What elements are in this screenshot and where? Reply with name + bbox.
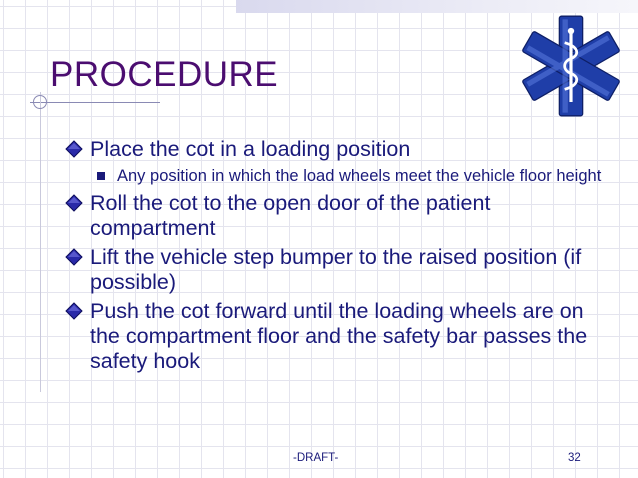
bullet-text: Roll the cot to the open door of the pat… bbox=[90, 191, 491, 240]
bullet-item: Lift the vehicle step bumper to the rais… bbox=[62, 245, 602, 295]
slide-content: Place the cot in a loading position Any … bbox=[62, 137, 602, 378]
draft-label: -DRAFT- bbox=[293, 452, 339, 464]
sub-bullet-item: Any position in which the load wheels me… bbox=[62, 166, 602, 187]
diamond-bullet-icon bbox=[65, 248, 83, 266]
diamond-bullet-icon bbox=[65, 140, 83, 158]
corner-circle bbox=[33, 95, 47, 109]
corner-rule-vertical bbox=[40, 92, 41, 392]
slide-footer: -DRAFT- 32 bbox=[0, 452, 638, 472]
bullet-item: Push the cot forward until the loading w… bbox=[62, 299, 602, 374]
top-decorative-band bbox=[236, 0, 638, 13]
diamond-bullet-icon bbox=[65, 302, 83, 320]
corner-rule-horizontal bbox=[30, 102, 160, 103]
bullet-text: Push the cot forward until the loading w… bbox=[90, 299, 588, 373]
bullet-item: Roll the cot to the open door of the pat… bbox=[62, 191, 602, 241]
diamond-bullet-icon bbox=[65, 194, 83, 212]
square-bullet-icon bbox=[97, 172, 105, 180]
page-number: 32 bbox=[568, 452, 581, 464]
sub-bullet-text: Any position in which the load wheels me… bbox=[117, 167, 602, 185]
bullet-text: Lift the vehicle step bumper to the rais… bbox=[90, 245, 582, 294]
star-of-life-icon bbox=[522, 15, 620, 117]
bullet-item: Place the cot in a loading position bbox=[62, 137, 602, 162]
bullet-text: Place the cot in a loading position bbox=[90, 137, 411, 161]
slide-title: PROCEDURE bbox=[50, 55, 279, 94]
